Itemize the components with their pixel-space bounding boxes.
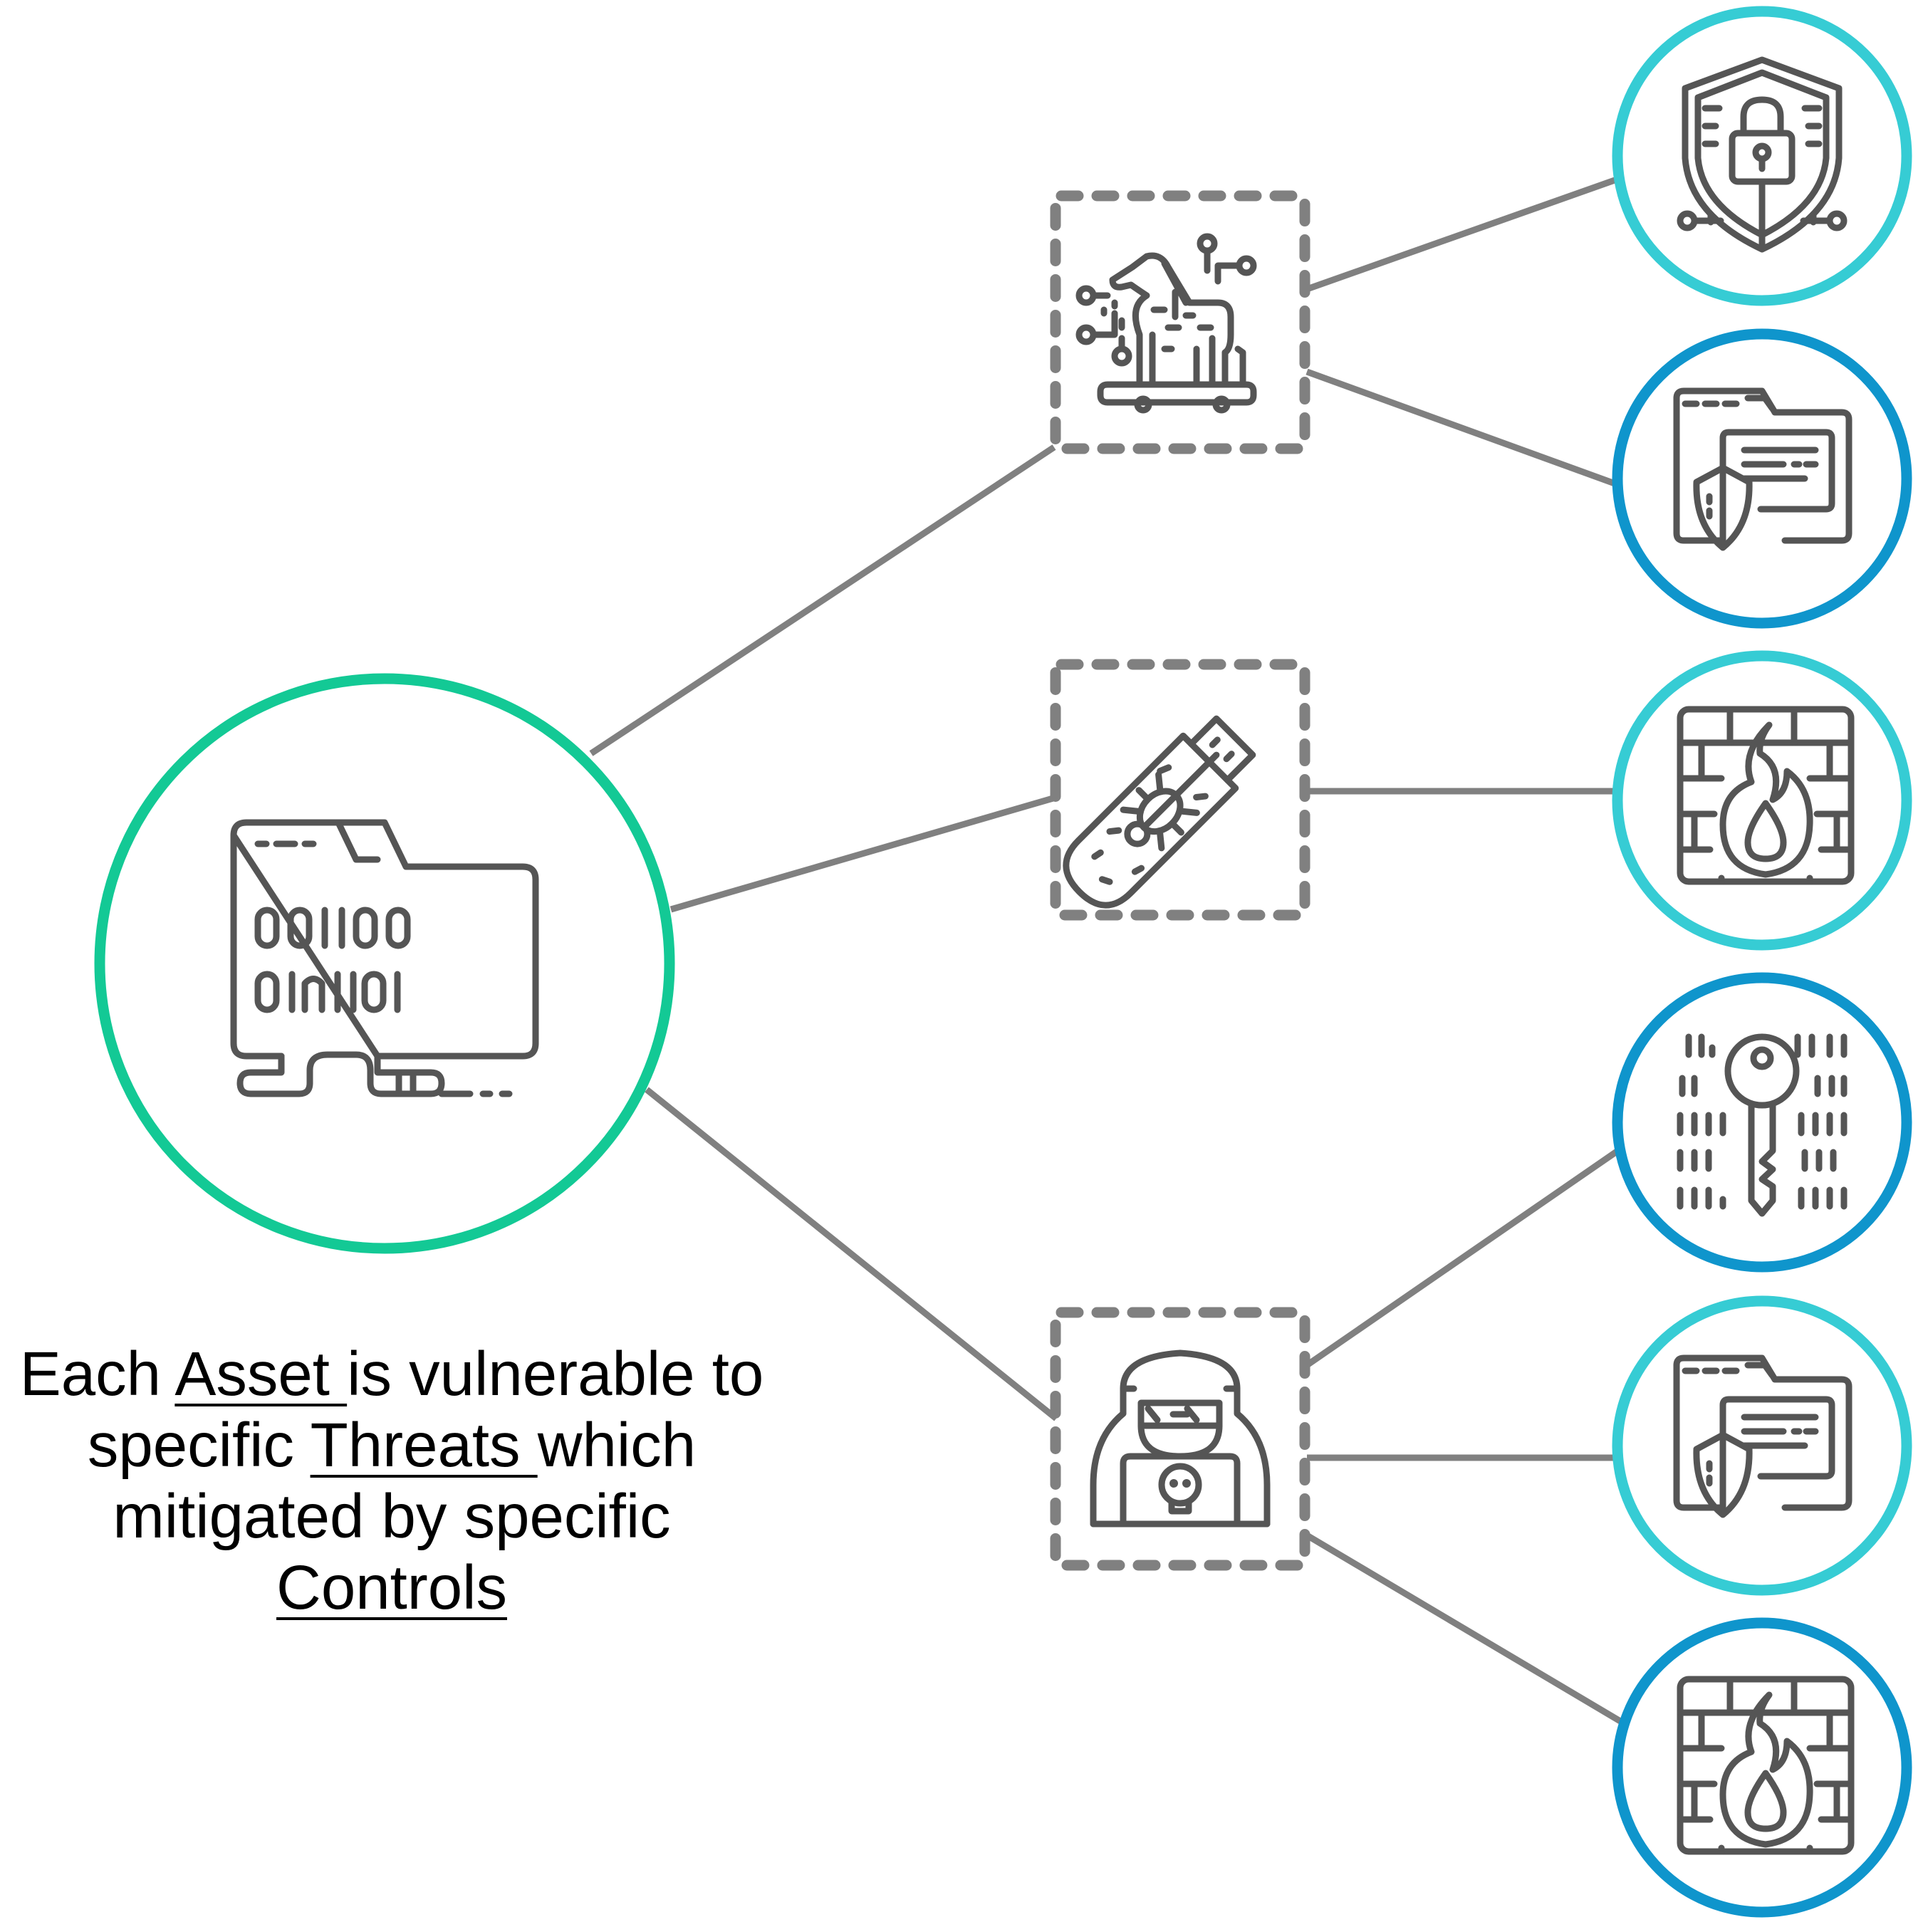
shield-lock-icon (1677, 56, 1848, 253)
connector-trojan-to-folder (1306, 368, 1618, 488)
caption-controls-term: Controls (276, 1553, 507, 1622)
control-firewall-1 (1612, 650, 1912, 951)
caption-threats-term: Threats (310, 1411, 538, 1480)
threat-trojan (1050, 190, 1310, 454)
connector-hacker-to-firewall (1305, 1532, 1622, 1724)
caption: Each Asset is vulnerable to specific Thr… (0, 1339, 783, 1624)
caption-part1: Each (19, 1340, 175, 1409)
caption-asset-term: Asset (174, 1340, 348, 1409)
control-ring (1612, 972, 1912, 1273)
connector-hacker-to-key (1305, 1149, 1619, 1368)
caption-part2: is vulnerable to specific (87, 1340, 764, 1480)
encryption-key-icon (1677, 1033, 1848, 1217)
control-ring (1612, 650, 1912, 951)
control-shield-lock (1612, 6, 1912, 306)
threat-trojan-box (1050, 190, 1310, 454)
threat-hacker-box (1050, 1307, 1310, 1571)
threat-hacker (1050, 1307, 1310, 1571)
connector-asset-to-usb (669, 794, 1057, 913)
connectors (589, 176, 1622, 1724)
infected-usb-icon (1063, 715, 1256, 909)
hacker-icon (1090, 1349, 1271, 1528)
caption-part3: which mitigated by specific (113, 1411, 697, 1551)
asset-ring (94, 673, 675, 1254)
control-protected-folder-1 (1612, 328, 1912, 629)
control-encryption-key (1612, 972, 1912, 1273)
threat-usb-box (1050, 659, 1310, 921)
control-ring (1612, 1617, 1912, 1918)
data-folder-network-icon (230, 819, 539, 1097)
connector-asset-to-trojan (589, 444, 1056, 756)
control-protected-folder-2 (1612, 1295, 1912, 1596)
trojan-horse-icon (1075, 233, 1257, 414)
asset-node (94, 673, 675, 1254)
control-firewall-2 (1612, 1617, 1912, 1918)
connector-asset-to-hacker (645, 1087, 1058, 1421)
threat-usb (1050, 659, 1310, 921)
connector-trojan-to-shield (1306, 176, 1618, 293)
